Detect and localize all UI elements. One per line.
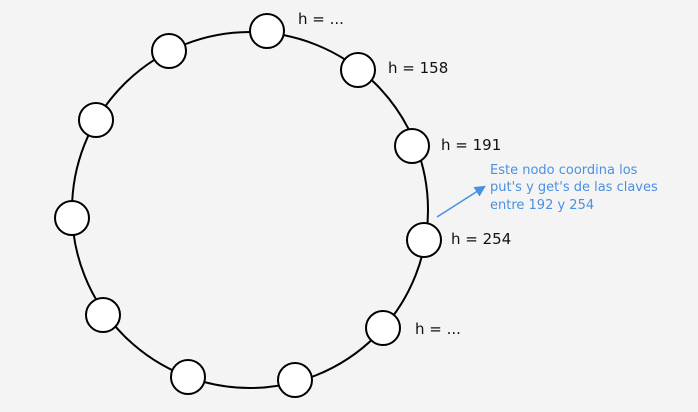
node-label-top: h = ... (298, 10, 344, 28)
node-label-254: h = 254 (451, 230, 511, 248)
ring-node (170, 359, 206, 395)
ring-node (340, 52, 376, 88)
ring-node (151, 33, 187, 69)
ring-node (406, 222, 442, 258)
ring-node (365, 310, 401, 346)
annotation-arrow (436, 185, 486, 218)
annotation-line: put's y get's de las claves (490, 180, 658, 195)
ring-node (54, 200, 90, 236)
node-label-158: h = 158 (388, 59, 448, 77)
annotation-text: Este nodo coordina los put's y get's de … (490, 163, 662, 213)
node-label-191: h = 191 (441, 136, 501, 154)
annotation-line: Este nodo coordina los (490, 163, 638, 178)
node-label-lower: h = ... (415, 320, 461, 338)
ring-node (277, 362, 313, 398)
ring-node (394, 128, 430, 164)
ring-node (78, 102, 114, 138)
ring-node (85, 297, 121, 333)
ring-node (249, 13, 285, 49)
annotation-line: entre 192 y 254 (490, 198, 594, 213)
